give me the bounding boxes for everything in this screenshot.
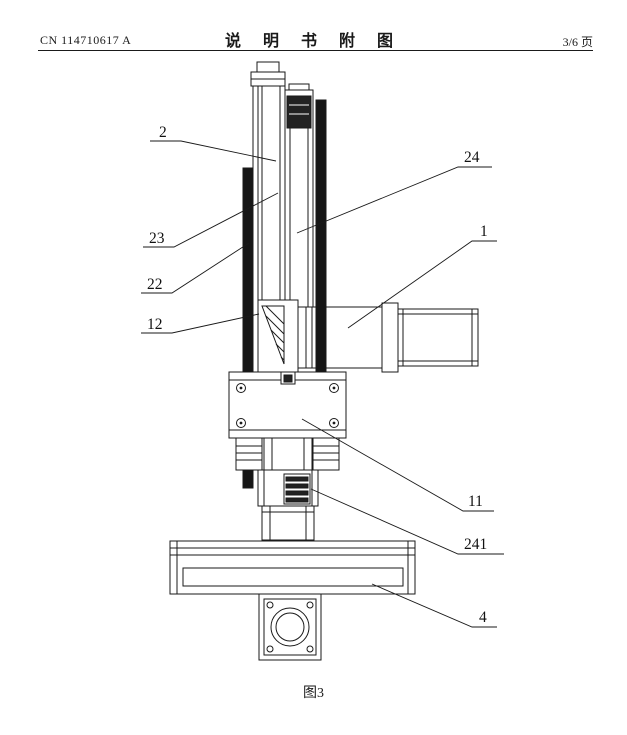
leader-2 [150, 140, 277, 162]
label-241: 241 [464, 536, 487, 553]
mount-bracket [257, 299, 299, 373]
leader-23 [143, 192, 279, 248]
figure-caption: 图3 [303, 686, 324, 701]
leader-4 [371, 583, 497, 628]
right-guide-rail [315, 99, 327, 379]
leader-24 [296, 166, 492, 234]
patent-number: CN 114710617 A [40, 33, 132, 47]
label-12: 12 [147, 316, 163, 333]
label-23: 23 [149, 230, 165, 247]
bottom-flange [258, 593, 322, 661]
coupler-assembly [257, 469, 319, 541]
reference-labels: 2 23 22 12 24 1 11 241 4 [147, 124, 488, 626]
label-11: 11 [468, 493, 483, 510]
label-4: 4 [479, 609, 487, 626]
page-number: 3/6 页 [562, 35, 593, 49]
motor-assembly [297, 302, 479, 373]
label-22: 22 [147, 276, 163, 293]
leader-1 [347, 240, 497, 329]
document-title: 说 明 书 附 图 [224, 33, 402, 50]
leader-241 [310, 488, 504, 555]
label-24: 24 [464, 149, 480, 166]
mount-plate [228, 371, 347, 439]
rod-column [284, 83, 314, 311]
base-rail [169, 540, 416, 595]
leader-22 [141, 242, 250, 294]
header-rule [38, 50, 593, 51]
label-1: 1 [480, 223, 488, 240]
leader-lines [141, 140, 504, 628]
leader-11 [301, 418, 494, 512]
clamp-blocks [235, 437, 340, 471]
label-2: 2 [159, 124, 167, 141]
column-top-cap [250, 61, 286, 87]
leader-12 [141, 313, 260, 334]
